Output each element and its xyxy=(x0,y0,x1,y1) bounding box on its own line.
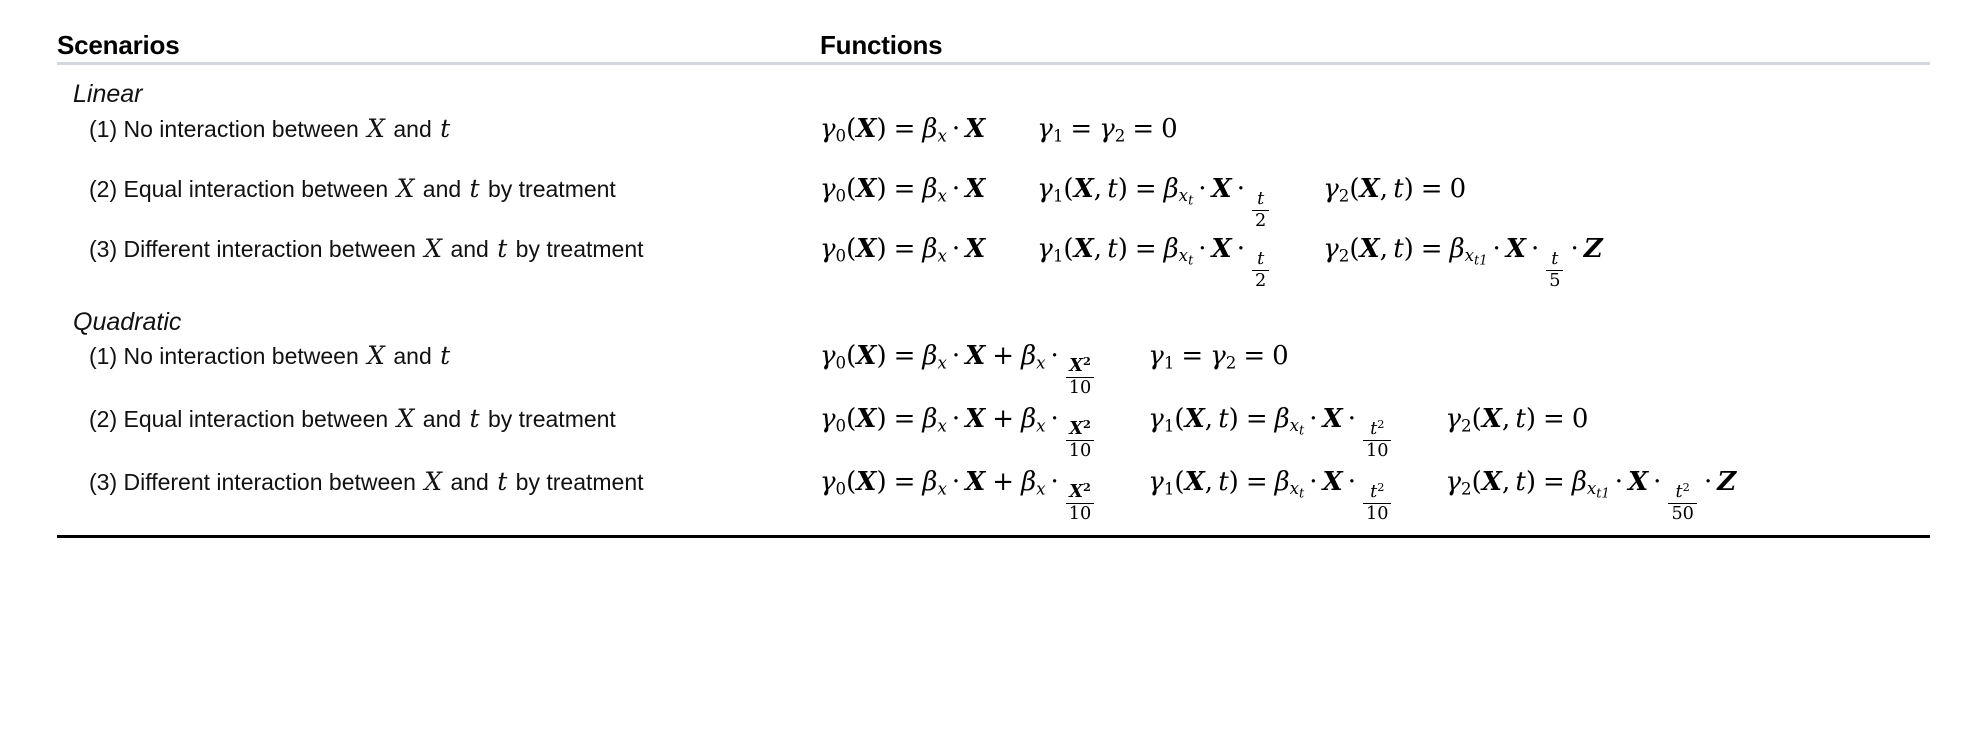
math-var-x: X xyxy=(396,404,415,433)
math-var-t: t xyxy=(440,113,451,143)
scenario-label-linear-3: (3) Different interaction between X and … xyxy=(57,233,820,264)
group-heading-linear: Linear xyxy=(73,80,143,108)
group-heading-quadratic: Quadratic xyxy=(73,307,182,336)
scenario-text-part: (2) Equal interaction between xyxy=(89,175,395,202)
table-row: (2) Equal interaction between X and t by… xyxy=(57,403,1930,466)
table-header-row: Scenarios Functions xyxy=(57,0,1930,62)
table-row: (3) Different interaction between X and … xyxy=(57,466,1930,529)
scenario-label-linear-1: (1) No interaction between X and t xyxy=(57,113,820,144)
scenario-label-quadratic-1: (1) No interaction between X and t xyxy=(57,340,820,371)
scenario-label-linear-2: (2) Equal interaction between X and t by… xyxy=(57,173,820,204)
scenario-text-part: and xyxy=(444,469,496,495)
math-var-t: t xyxy=(440,341,451,370)
scenario-text-part: and xyxy=(416,175,468,202)
math-var-x: X xyxy=(424,233,443,263)
scenario-text-part: by treatment xyxy=(481,406,616,432)
scenario-text-part: by treatment xyxy=(481,175,616,202)
scenarios-functions-table: Scenarios Functions Linear (1) No intera… xyxy=(57,0,1930,538)
math-var-t: t xyxy=(469,404,480,433)
column-header-functions: Functions xyxy=(820,30,943,60)
column-header-scenarios: Scenarios xyxy=(57,30,180,60)
formula-gamma2: γ2(X, t)=0 xyxy=(1445,404,1589,436)
math-var-t: t xyxy=(497,467,508,496)
formula-gamma1-gamma2-zero: γ1=γ2=0 xyxy=(1148,341,1289,373)
scenario-text-part: (3) Different interaction between xyxy=(89,469,423,495)
scenario-text-part: and xyxy=(444,235,496,262)
formula-gamma0: γ0(X)=βx·X xyxy=(820,113,986,145)
header-rule xyxy=(57,62,1930,65)
math-var-x: X xyxy=(367,341,385,370)
math-var-x: X xyxy=(424,467,443,496)
math-var-t: t xyxy=(497,233,508,263)
math-var-x: X xyxy=(396,173,415,203)
table-row: (2) Equal interaction between X and t by… xyxy=(57,173,1930,233)
scenario-text-part: and xyxy=(386,343,439,369)
math-var-x: X xyxy=(367,113,385,143)
scenario-label-quadratic-2: (2) Equal interaction between X and t by… xyxy=(57,403,820,434)
formula-gamma0: γ0(X)=βx·X xyxy=(820,173,986,205)
scenario-text-part: (1) No interaction between xyxy=(89,343,366,369)
functions-cell-linear-1: γ0(X)=βx·X γ1=γ2=0 xyxy=(820,114,1178,144)
scenario-label-quadratic-3: (3) Different interaction between X and … xyxy=(57,466,820,497)
table-bottom-rule xyxy=(57,535,1930,538)
scenario-text-part: by treatment xyxy=(509,235,644,262)
formula-gamma1-gamma2-zero: γ1=γ2=0 xyxy=(1037,113,1178,145)
scenario-text-part: (1) No interaction between xyxy=(89,115,366,142)
scenario-text-part: (2) Equal interaction between xyxy=(89,406,395,432)
scenario-text-part: (3) Different interaction between xyxy=(89,235,423,262)
formula-gamma2: γ2(X, t)=0 xyxy=(1323,173,1467,205)
table-row: (1) No interaction between X and t γ0(X)… xyxy=(57,113,1930,173)
table-row: (3) Different interaction between X and … xyxy=(57,233,1930,293)
table-row: (1) No interaction between X and t γ0(X)… xyxy=(57,340,1930,403)
math-var-t: t xyxy=(469,173,480,203)
scenario-text-part: by treatment xyxy=(509,469,644,495)
scenario-text-part: and xyxy=(416,406,468,432)
formula-gamma0: γ0(X)=βx·X xyxy=(820,233,986,265)
scenario-text-part: and xyxy=(386,115,439,142)
